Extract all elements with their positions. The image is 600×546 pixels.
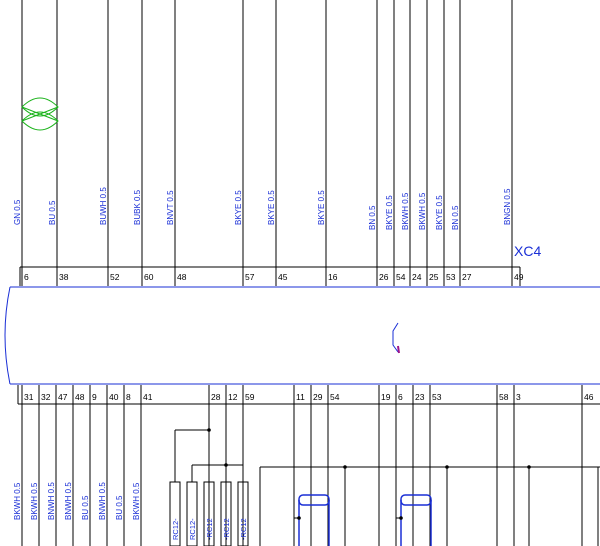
wire-label: BNGN 0.5	[503, 188, 512, 225]
wire-label: BNWH 0.5	[64, 482, 73, 520]
pin-number: 32	[41, 392, 51, 402]
pin-number: 31	[24, 392, 34, 402]
wire-label: BKYE 0.5	[385, 195, 394, 230]
pin-number: 47	[58, 392, 68, 402]
pin-number: 11	[296, 392, 305, 402]
pin-number: 52	[110, 272, 120, 282]
wire-label: BU 0.5	[48, 200, 57, 225]
pin-number: 53	[432, 392, 442, 402]
pin-number: 60	[144, 272, 154, 282]
wire-label: BKWH 0.5	[13, 482, 22, 520]
pin-number: 9	[92, 392, 97, 402]
pin-number: 8	[126, 392, 131, 402]
pin-number: 25	[429, 272, 439, 282]
wire-label: BKWH 0.5	[418, 192, 427, 230]
wire-label: GN 0.5	[13, 199, 22, 225]
top-wires	[21, 0, 513, 286]
shielded-pair-icon	[294, 494, 330, 546]
rc-label: RC12-	[171, 518, 180, 540]
wire-label: BN 0.5	[451, 205, 460, 230]
wire-label: BKWH 0.5	[401, 192, 410, 230]
bus-line	[259, 465, 600, 546]
wire-label: BKWH 0.5	[132, 482, 141, 520]
pin-number: 59	[245, 392, 255, 402]
pin-number: 29	[313, 392, 323, 402]
wire-label: BNWH 0.5	[98, 482, 107, 520]
bottom-wires	[21, 385, 583, 546]
pin-number: 6	[24, 272, 29, 282]
connector-name: XC4	[514, 243, 541, 259]
wire-label: BNWH 0.5	[47, 482, 56, 520]
pin-number: 57	[245, 272, 255, 282]
pin-number: 53	[446, 272, 456, 282]
pin-number: 26	[379, 272, 389, 282]
wire-label: BKWH 0.5	[30, 482, 39, 520]
wire-label: BU 0.5	[81, 495, 90, 520]
wire-label: BKYE 0.5	[234, 190, 243, 225]
wire-label: BUBK 0.5	[133, 189, 142, 225]
pin-number: 38	[59, 272, 69, 282]
connector-key-icon	[392, 322, 399, 353]
wire-label: BNVT 0.5	[166, 190, 175, 225]
pin-number: 16	[328, 272, 338, 282]
shielded-pair-icon	[396, 494, 432, 546]
pin-number: 40	[109, 392, 119, 402]
wire-label: BN 0.5	[368, 205, 377, 230]
pin-number: 23	[415, 392, 425, 402]
wire-label: BKYE 0.5	[435, 195, 444, 230]
wire-label: BUWH 0.5	[99, 187, 108, 225]
rc-label: RC12-	[188, 518, 197, 540]
pin-number: 19	[381, 392, 391, 402]
pin-number: 48	[177, 272, 187, 282]
rc-label: -RC12	[205, 518, 214, 540]
twisted-pair-icon	[21, 97, 59, 131]
pin-number: 58	[499, 392, 509, 402]
pin-number: 12	[228, 392, 238, 402]
pin-number: 24	[412, 272, 422, 282]
pin-number: 54	[330, 392, 340, 402]
bottom-pin-strip: 31 32 47 48 9 40 8 41 28 12 59 11 29 54 …	[17, 385, 600, 405]
pin-number: 28	[211, 392, 221, 402]
top-wire-labels: GN 0.5 BU 0.5 BUWH 0.5 BUBK 0.5 BNVT 0.5…	[13, 187, 512, 230]
pin-number: 3	[516, 392, 521, 402]
wire-label: BU 0.5	[115, 495, 124, 520]
bottom-wire-labels: BKWH 0.5 BKWH 0.5 BNWH 0.5 BNWH 0.5 BU 0…	[13, 482, 141, 520]
rc12-ground-group: RC12- RC12- -RC12 -RC12 -RC12	[169, 428, 249, 546]
rc-label: -RC12	[222, 518, 231, 540]
wire-label: BKYE 0.5	[267, 190, 276, 225]
pin-number: 45	[278, 272, 288, 282]
pin-number: 6	[398, 392, 403, 402]
wire-label: BKYE 0.5	[317, 190, 326, 225]
pin-number: 41	[143, 392, 153, 402]
pin-number: 27	[462, 272, 472, 282]
rc-label: -RC12	[239, 518, 248, 540]
connector-body[interactable]	[4, 286, 600, 385]
pin-number: 46	[584, 392, 594, 402]
pin-number: 54	[396, 272, 406, 282]
pin-number: 49	[514, 272, 524, 282]
pin-number: 48	[75, 392, 85, 402]
top-pin-strip: 6 38 52 60 48 57 45 16 26 54 24 25 53 27…	[19, 266, 524, 286]
